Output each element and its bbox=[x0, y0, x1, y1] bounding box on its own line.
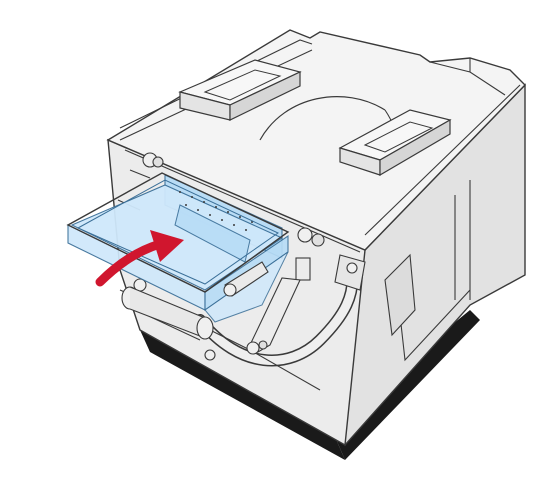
tray-rim-inner bbox=[76, 179, 279, 285]
top-back-edge bbox=[364, 84, 521, 236]
hose-inner bbox=[195, 265, 358, 365]
tray-floor bbox=[70, 184, 284, 291]
right-latch-mechanism bbox=[204, 227, 366, 361]
top-bracket-left-side bbox=[229, 71, 301, 121]
insert-direction-arrow-icon bbox=[95, 230, 184, 287]
ink-tray bbox=[66, 172, 290, 323]
tray-rim bbox=[66, 172, 290, 293]
tray-handle-knob bbox=[223, 283, 237, 297]
side-window bbox=[384, 253, 416, 337]
tray-perforations bbox=[179, 191, 253, 231]
top-bracket-right-side bbox=[379, 118, 451, 177]
bottom-roller bbox=[121, 286, 214, 340]
base-shadow bbox=[140, 330, 345, 460]
top-recess-arc bbox=[259, 96, 386, 141]
top-bracket-left-inner bbox=[203, 69, 282, 101]
base-shadow-right bbox=[330, 310, 480, 460]
tray-inner-divider bbox=[174, 204, 251, 263]
top-bracket-right-inner bbox=[363, 121, 434, 153]
left-latch bbox=[133, 152, 164, 292]
top-edge-step bbox=[429, 58, 506, 96]
